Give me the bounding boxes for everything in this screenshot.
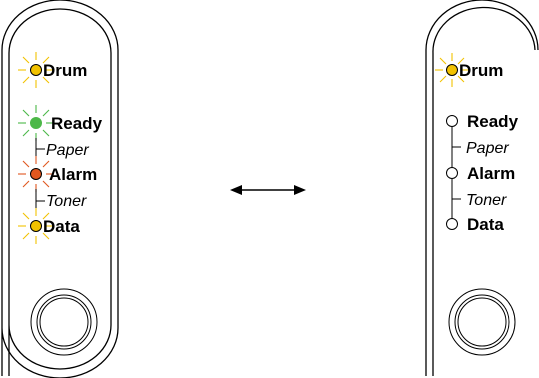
right-paper-label: Paper bbox=[466, 140, 509, 157]
left-alarm-label: Alarm bbox=[49, 165, 97, 184]
left-paper-bracket bbox=[35, 138, 45, 160]
left-drum-label: Drum bbox=[43, 61, 87, 80]
right-drum-label: Drum bbox=[459, 61, 503, 80]
drum-blink-rays-icon bbox=[435, 53, 469, 87]
left-panel-inner-outline bbox=[8, 8, 112, 376]
alarm-blink-rays-icon bbox=[18, 156, 54, 192]
left-ready-label: Ready bbox=[51, 114, 103, 133]
left-data-label: Data bbox=[43, 217, 80, 236]
left-toner-label: Toner bbox=[46, 193, 87, 210]
right-paper-bracket bbox=[451, 127, 461, 167]
right-panel-outline bbox=[425, 0, 539, 376]
right-alarm-led bbox=[446, 167, 458, 179]
left-panel-outline bbox=[1, 0, 119, 378]
right-data-led bbox=[446, 218, 458, 230]
data-blink-rays-icon bbox=[18, 208, 54, 244]
right-ready-led bbox=[446, 115, 458, 127]
right-alarm-label: Alarm bbox=[467, 164, 515, 183]
right-ready-label: Ready bbox=[467, 112, 519, 131]
right-toner-label: Toner bbox=[466, 192, 507, 209]
right-drum-led bbox=[435, 53, 469, 87]
right-toner-bracket bbox=[451, 179, 461, 218]
left-alarm-led bbox=[18, 156, 54, 192]
right-panel: Drum Ready Paper Alarm Toner Data bbox=[425, 0, 539, 376]
left-data-led bbox=[18, 208, 54, 244]
right-data-label: Data bbox=[467, 215, 504, 234]
double-headed-arrow-icon bbox=[230, 185, 306, 195]
left-panel: Drum Ready Paper bbox=[1, 0, 119, 378]
drum-blink-rays-icon bbox=[18, 52, 54, 88]
left-ready-led bbox=[18, 105, 54, 141]
right-panel-inner-outline bbox=[432, 6, 536, 376]
left-toner-bracket bbox=[35, 189, 45, 213]
left-paper-label: Paper bbox=[46, 142, 89, 159]
left-power-button-icon bbox=[30, 288, 98, 356]
right-power-button-icon bbox=[448, 288, 516, 356]
left-drum-led bbox=[18, 52, 54, 88]
